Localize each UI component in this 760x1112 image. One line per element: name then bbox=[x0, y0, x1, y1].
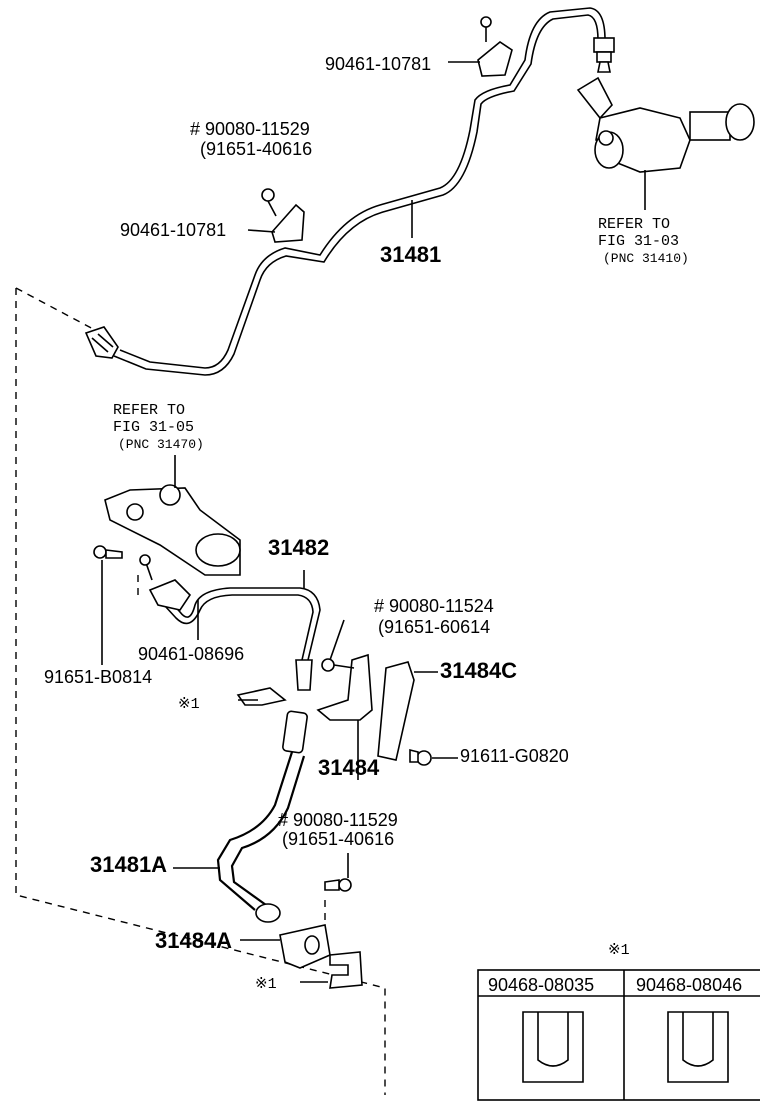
retainer-clip-lower bbox=[300, 951, 363, 989]
clutch-release-cylinder-assembly bbox=[104, 455, 241, 576]
label-91651-40616-top: (91651-40616 bbox=[200, 139, 312, 159]
label-refer-3105-line3: (PNC 31470) bbox=[118, 437, 204, 452]
label-31482: 31482 bbox=[268, 535, 329, 560]
label-90461-10781-mid: 90461-10781 bbox=[120, 220, 226, 240]
label-90080-11529-bottom: # 90080-11529 bbox=[278, 810, 398, 830]
label-91611-G0820: 91611-G0820 bbox=[460, 746, 569, 766]
bracket-31484 bbox=[316, 653, 373, 721]
label-90461-08696: 90461-08696 bbox=[138, 644, 244, 664]
label-31484C: 31484C bbox=[440, 658, 517, 683]
label-90080-11529-top: # 90080-11529 bbox=[190, 119, 310, 139]
flexible-hose-31481A bbox=[216, 710, 308, 923]
bolt-91651-B0814 bbox=[93, 545, 123, 665]
retainer-clip-upper bbox=[236, 687, 287, 706]
bolt-91611-G0820 bbox=[409, 748, 458, 766]
label-mark1-upper: ※1 bbox=[178, 696, 200, 713]
dashed-assembly-outline bbox=[15, 287, 386, 1095]
bracket-31484A bbox=[279, 924, 331, 969]
label-91651-40616-bottom: (91651-40616 bbox=[282, 829, 394, 849]
label-90461-10781-top: 90461-10781 bbox=[325, 54, 431, 74]
leader-lines bbox=[173, 61, 480, 941]
bracket-31484C bbox=[377, 661, 438, 761]
label-refer-3103-line1: REFER TO bbox=[598, 216, 670, 233]
label-91651-B0814: 91651-B0814 bbox=[44, 667, 152, 687]
label-31484A: 31484A bbox=[155, 928, 232, 953]
label-refer-3105-line1: REFER TO bbox=[113, 402, 185, 419]
master-cylinder-top-right bbox=[576, 76, 755, 210]
label-31484: 31484 bbox=[318, 755, 380, 780]
label-refer-3103-line2: FIG 31-03 bbox=[598, 233, 679, 250]
label-90080-11524: # 90080-11524 bbox=[374, 596, 494, 616]
bolt-90080-11529-bottom bbox=[324, 853, 352, 925]
tube-31482 bbox=[153, 570, 321, 691]
u-clip-08046-icon bbox=[667, 1011, 729, 1083]
clip-90461-08696 bbox=[137, 554, 199, 640]
label-refer-3105-line2: FIG 31-05 bbox=[113, 419, 194, 436]
label-refer-3103-line3: (PNC 31410) bbox=[603, 251, 689, 266]
u-clip-08035-icon bbox=[522, 1011, 584, 1083]
clip-90461-10781-top bbox=[477, 16, 513, 77]
label-31481: 31481 bbox=[380, 242, 441, 267]
label-mark1-lower: ※1 bbox=[255, 976, 277, 993]
table-header-90468-08035: 90468-08035 bbox=[488, 975, 594, 995]
clip-90461-10781-mid bbox=[261, 188, 305, 243]
label-31481A: 31481A bbox=[90, 852, 167, 877]
clip-table: ※1 90468-08035 90468-08046 bbox=[477, 942, 760, 1101]
label-91651-60614: (91651-60614 bbox=[378, 617, 490, 637]
table-header-90468-08046: 90468-08046 bbox=[636, 975, 742, 995]
tube-31481 bbox=[84, 7, 615, 376]
table-mark1: ※1 bbox=[608, 942, 630, 959]
